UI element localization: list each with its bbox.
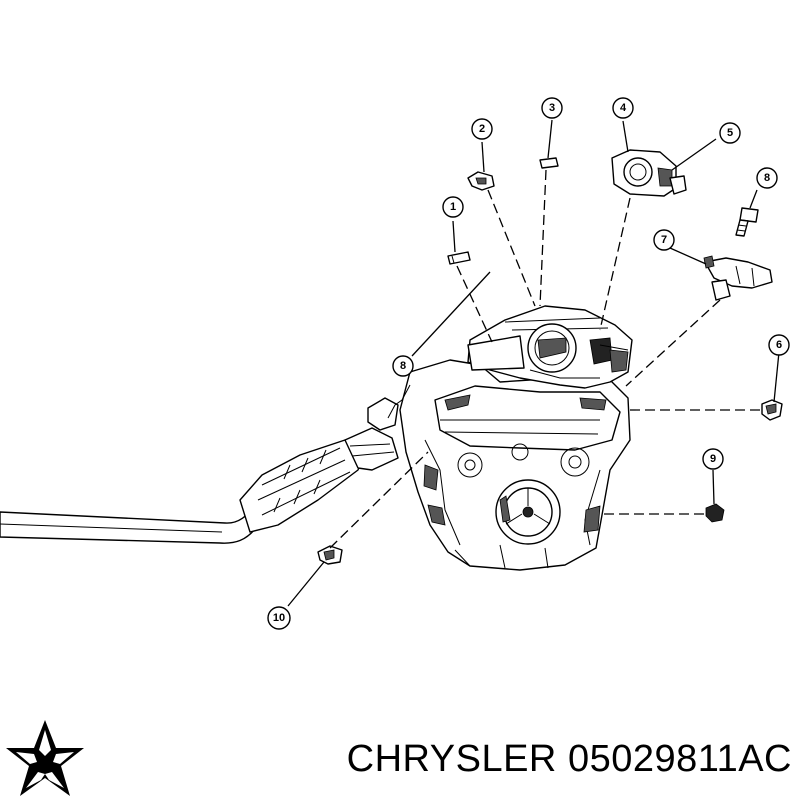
part-9-nut bbox=[705, 503, 725, 523]
svg-text:7: 7 bbox=[661, 234, 667, 246]
svg-text:2: 2 bbox=[479, 123, 485, 135]
dashed-guide-lines bbox=[329, 169, 760, 549]
callout-10: 10 bbox=[267, 606, 291, 630]
svg-text:1: 1 bbox=[450, 201, 456, 213]
callout-5: 5 bbox=[719, 122, 741, 144]
callout-6: 6 bbox=[768, 334, 790, 356]
part-10-sensor bbox=[317, 545, 343, 565]
part-caption: CHRYSLER 05029811AC bbox=[300, 738, 792, 786]
svg-text:6: 6 bbox=[776, 339, 782, 351]
callout-2: 2 bbox=[471, 118, 493, 140]
brand-name: CHRYSLER bbox=[346, 738, 557, 780]
callout-3: 3 bbox=[541, 97, 563, 119]
callout-4: 4 bbox=[612, 97, 634, 119]
svg-text:10: 10 bbox=[273, 612, 285, 624]
callout-8-bolt: 8 bbox=[756, 167, 778, 189]
leader-lines bbox=[287, 119, 780, 607]
part-1-sensor bbox=[447, 251, 471, 265]
part-7-sensor bbox=[703, 255, 773, 301]
callout-7: 7 bbox=[653, 229, 675, 251]
svg-text:8: 8 bbox=[764, 172, 770, 184]
callout-9: 9 bbox=[702, 448, 724, 470]
engine-block bbox=[387, 359, 631, 571]
svg-text:3: 3 bbox=[549, 102, 555, 114]
chrysler-pentastar-icon bbox=[6, 720, 84, 796]
crankshaft-pulley bbox=[495, 479, 561, 545]
callout-1: 1 bbox=[442, 196, 464, 218]
catalytic-converter bbox=[239, 397, 399, 533]
svg-text:4: 4 bbox=[620, 102, 627, 114]
part-4-throttle-body bbox=[611, 149, 687, 197]
svg-text:8: 8 bbox=[400, 360, 406, 372]
part-number: 05029811AC bbox=[567, 738, 792, 780]
callout-8-engine: 8 bbox=[392, 355, 414, 377]
part-2-bracket bbox=[467, 171, 495, 191]
exhaust-pipe bbox=[0, 497, 269, 544]
part-3-sensor bbox=[539, 157, 559, 169]
intake-manifold bbox=[467, 305, 633, 389]
svg-text:5: 5 bbox=[727, 127, 733, 139]
part-6-clamp bbox=[761, 399, 783, 421]
part-8-bolt bbox=[735, 207, 759, 237]
svg-text:9: 9 bbox=[710, 453, 716, 465]
